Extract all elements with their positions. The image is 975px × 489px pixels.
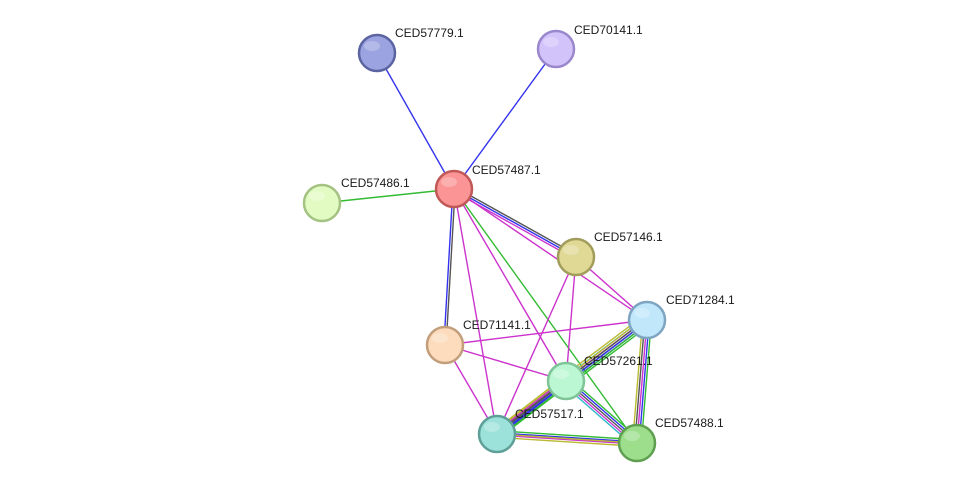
edge-line: [445, 189, 456, 346]
edge-CED57487.1-CED71141.1: [443, 188, 456, 346]
node-circle[interactable]: [357, 33, 397, 73]
edge-CED71284.1-CED57488.1: [631, 319, 653, 444]
node-CED57261.1[interactable]: CED57261.1: [546, 354, 653, 401]
edge-line: [453, 188, 638, 444]
edge-line: [496, 436, 637, 447]
node-label: CED57517.1: [515, 407, 584, 421]
edge-line: [565, 256, 577, 382]
node-circle[interactable]: [556, 237, 596, 277]
edges-layer: [321, 48, 653, 447]
edge-line: [631, 319, 644, 443]
edge-line: [496, 434, 637, 445]
node-circle[interactable]: [302, 183, 342, 223]
node-highlight: [634, 308, 650, 318]
edge-line: [636, 319, 648, 444]
edge-CED57487.1-CED57486.1: [321, 188, 455, 204]
edge-CED57146.1-CED57517.1: [496, 256, 577, 435]
node-highlight: [563, 245, 579, 255]
edge-line: [497, 432, 638, 443]
edge-line: [496, 256, 577, 435]
node-label: CED70141.1: [574, 23, 643, 37]
node-CED71284.1[interactable]: CED71284.1: [627, 293, 735, 340]
node-label: CED57779.1: [395, 26, 464, 40]
node-circle[interactable]: [627, 300, 667, 340]
node-highlight: [441, 177, 457, 187]
edge-CED71141.1-CED57261.1: [444, 344, 567, 382]
node-circle[interactable]: [425, 325, 465, 365]
node-circle[interactable]: [434, 169, 474, 209]
node-highlight: [364, 41, 380, 51]
edge-line: [453, 188, 567, 382]
edge-CED57487.1-CED57146.1: [452, 186, 578, 260]
edge-CED57487.1-CED57779.1: [376, 52, 455, 190]
edge-line: [634, 319, 646, 443]
node-label: CED57487.1: [472, 163, 541, 177]
node-highlight: [309, 191, 325, 201]
nodes-layer: CED57779.1 CED70141.1CED57487.1CED57486.1…: [302, 23, 735, 463]
edge-CED57146.1-CED57261.1: [565, 256, 577, 382]
edge-line: [453, 188, 577, 258]
edge-CED57517.1-CED57488.1: [496, 433, 638, 444]
node-CED71141.1[interactable]: CED71141.1: [425, 318, 531, 365]
edge-line: [444, 319, 648, 346]
edge-CED57487.1-CED71284.1: [453, 188, 648, 321]
edge-line: [443, 188, 454, 345]
edge-CED71141.1-CED71284.1: [444, 319, 648, 346]
node-highlight: [432, 333, 448, 343]
edge-CED57487.1-CED57488.1: [453, 188, 638, 444]
node-label: CED57261.1: [584, 354, 653, 368]
edge-line: [453, 48, 557, 190]
node-label: CED71284.1: [666, 293, 735, 307]
edge-line: [453, 188, 498, 435]
edge-CED57487.1-CED57261.1: [453, 188, 567, 382]
edge-line: [638, 320, 650, 444]
edge-line: [454, 186, 578, 256]
edge-line: [321, 188, 455, 204]
edge-line: [497, 430, 638, 441]
node-label: CED57146.1: [594, 230, 663, 244]
edge-CED57517.1-CED57488.1: [496, 430, 638, 447]
node-circle[interactable]: [617, 423, 657, 463]
edge-line: [444, 344, 567, 382]
node-highlight: [543, 37, 559, 47]
node-CED70141.1[interactable]: CED70141.1: [536, 23, 643, 69]
node-highlight: [484, 422, 500, 432]
edge-line: [496, 433, 638, 444]
node-CED57487.1[interactable]: CED57487.1: [434, 163, 541, 209]
node-label: CED57488.1: [655, 416, 724, 430]
node-highlight: [553, 369, 569, 379]
node-CED57146.1[interactable]: CED57146.1: [556, 230, 663, 277]
node-CED57486.1[interactable]: CED57486.1: [302, 176, 410, 223]
node-circle[interactable]: [536, 29, 576, 69]
node-circle[interactable]: [546, 361, 586, 401]
node-label: CED71141.1: [463, 318, 531, 332]
edge-CED57487.1-CED70141.1: [453, 48, 557, 190]
node-CED57779.1[interactable]: CED57779.1: [357, 26, 464, 73]
node-highlight: [624, 431, 640, 441]
node-circle[interactable]: [477, 414, 517, 454]
edge-line: [640, 320, 653, 444]
node-CED57488.1[interactable]: CED57488.1: [617, 416, 724, 463]
edge-line: [376, 52, 455, 190]
node-label: CED57486.1: [341, 176, 410, 190]
edge-line: [453, 188, 648, 321]
node-CED57517.1[interactable]: CED57517.1: [477, 407, 584, 454]
edge-CED57487.1-CED57517.1: [453, 188, 498, 435]
